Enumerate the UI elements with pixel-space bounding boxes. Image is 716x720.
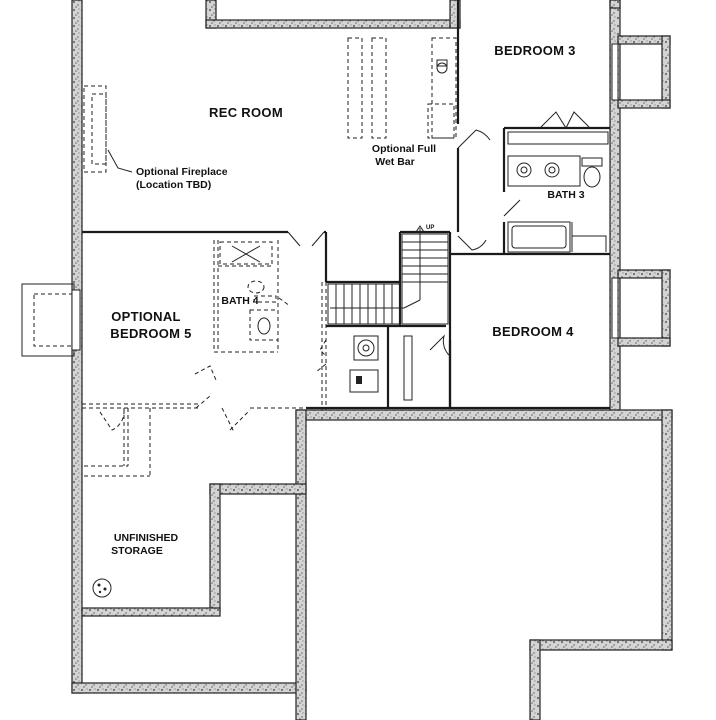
fireplace-note-line1: Optional Fireplace	[136, 166, 228, 178]
unfinished-storage-label-line2: STORAGE	[111, 545, 163, 557]
bedroom-3-label: BEDROOM 3	[494, 43, 575, 58]
mechanical-equipment	[349, 335, 413, 401]
optional-walls-dashed	[82, 240, 327, 477]
wet-bar	[347, 37, 457, 139]
doors	[99, 111, 591, 433]
bath-3-fixtures	[507, 131, 609, 253]
stairs	[327, 225, 449, 325]
left-window-well	[21, 283, 81, 357]
stair-up-label: UP	[426, 225, 434, 231]
optional-bedroom-5-label-line2: BEDROOM 5	[110, 326, 191, 341]
bedroom-4-window	[611, 277, 619, 339]
optional-fireplace	[83, 85, 133, 173]
wet-bar-note-line2: Wet Bar	[375, 156, 414, 168]
optional-bedroom-5-label-line1: OPTIONAL	[111, 309, 181, 324]
rec-room-label: REC ROOM	[209, 105, 283, 120]
wet-bar-note-line1: Optional Full	[372, 143, 436, 155]
floor-drain-icon	[92, 578, 112, 598]
bedroom-3-window	[611, 43, 619, 101]
bath-4-label: BATH 4	[221, 295, 258, 307]
bath-4-fixtures	[219, 241, 279, 341]
interior-walls	[82, 0, 610, 410]
bedroom-4-label: BEDROOM 4	[492, 324, 574, 339]
fireplace-note-line2: (Location TBD)	[136, 179, 211, 191]
unfinished-storage-label-line1: UNFINISHED	[114, 532, 179, 544]
bath-3-label: BATH 3	[547, 189, 584, 201]
